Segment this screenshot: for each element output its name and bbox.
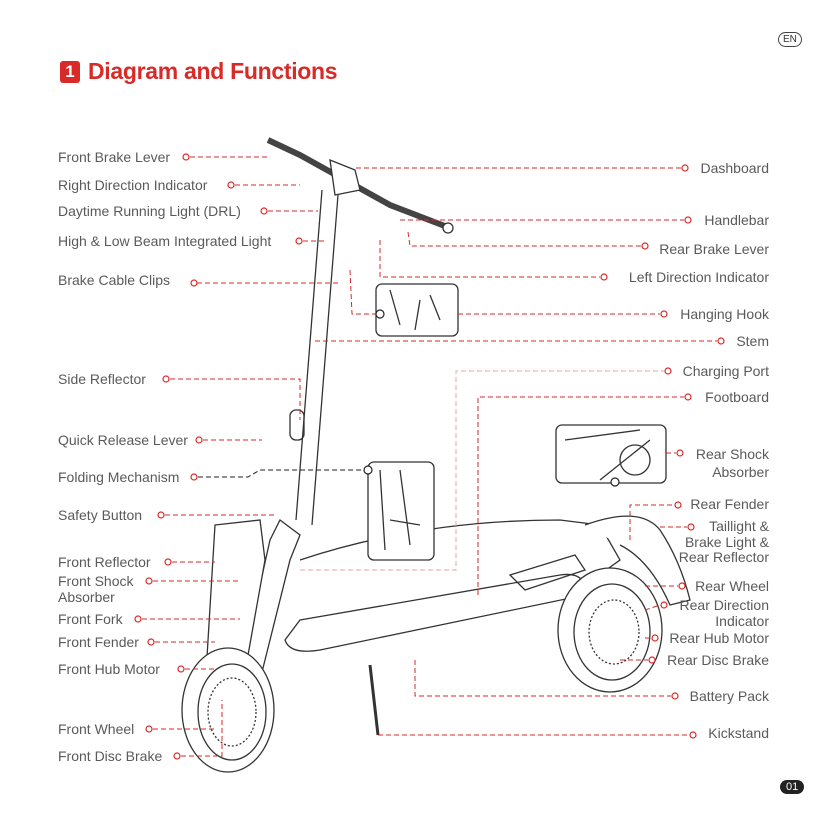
- title-text: Diagram and Functions: [88, 58, 338, 84]
- label-front-brake-lever: Front Brake Lever: [58, 149, 171, 165]
- label-handlebar: Handlebar: [704, 212, 769, 228]
- label-rear-direction-indicator: Rear Direction Indicator: [679, 597, 769, 629]
- label-hanging-hook: Hanging Hook: [680, 306, 769, 322]
- language-badge: EN: [778, 32, 802, 47]
- label-front-shock-absorber: Front Shock Absorber: [58, 573, 134, 605]
- label-beam-light: High & Low Beam Integrated Light: [58, 233, 272, 249]
- label-taillight: Taillight & Brake Light & Rear Reflector: [678, 518, 769, 565]
- label-charging-port: Charging Port: [682, 363, 769, 379]
- label-right-direction-indicator: Right Direction Indicator: [58, 177, 208, 193]
- label-footboard: Footboard: [705, 389, 769, 405]
- page-title: 1 Diagram and Functions: [60, 58, 338, 85]
- label-front-hub-motor: Front Hub Motor: [58, 661, 160, 677]
- label-rear-fender: Rear Fender: [690, 496, 769, 512]
- callout-dots: [134, 153, 725, 760]
- label-front-reflector: Front Reflector: [58, 554, 151, 570]
- leader-lines: [142, 156, 717, 757]
- section-number-icon: 1: [60, 60, 80, 83]
- label-rear-shock-absorber: Rear Shock Absorber: [695, 446, 769, 480]
- label-front-disc-brake: Front Disc Brake: [58, 748, 163, 764]
- label-side-reflector: Side Reflector: [58, 371, 146, 387]
- label-rear-brake-lever: Rear Brake Lever: [659, 241, 769, 257]
- label-rear-wheel: Rear Wheel: [695, 578, 769, 594]
- label-drl: Daytime Running Light (DRL): [58, 203, 241, 219]
- label-kickstand: Kickstand: [708, 725, 769, 741]
- label-brake-cable-clips: Brake Cable Clips: [58, 272, 171, 288]
- label-rear-disc-brake: Rear Disc Brake: [667, 652, 769, 668]
- scooter-illustration: [181, 137, 691, 773]
- label-front-fork: Front Fork: [58, 611, 123, 627]
- label-rear-hub-motor: Rear Hub Motor: [669, 630, 769, 646]
- page-number: 01: [780, 780, 805, 794]
- label-front-wheel: Front Wheel: [58, 721, 135, 737]
- label-quick-release-lever: Quick Release Lever: [58, 432, 188, 448]
- label-front-fender: Front Fender: [58, 634, 139, 650]
- label-safety-button: Safety Button: [58, 507, 143, 523]
- label-stem: Stem: [736, 333, 769, 349]
- label-dashboard: Dashboard: [700, 160, 770, 176]
- label-folding-mechanism: Folding Mechanism: [58, 469, 180, 485]
- label-left-direction-indicator: Left Direction Indicator: [628, 269, 769, 285]
- label-battery-pack: Battery Pack: [689, 688, 769, 704]
